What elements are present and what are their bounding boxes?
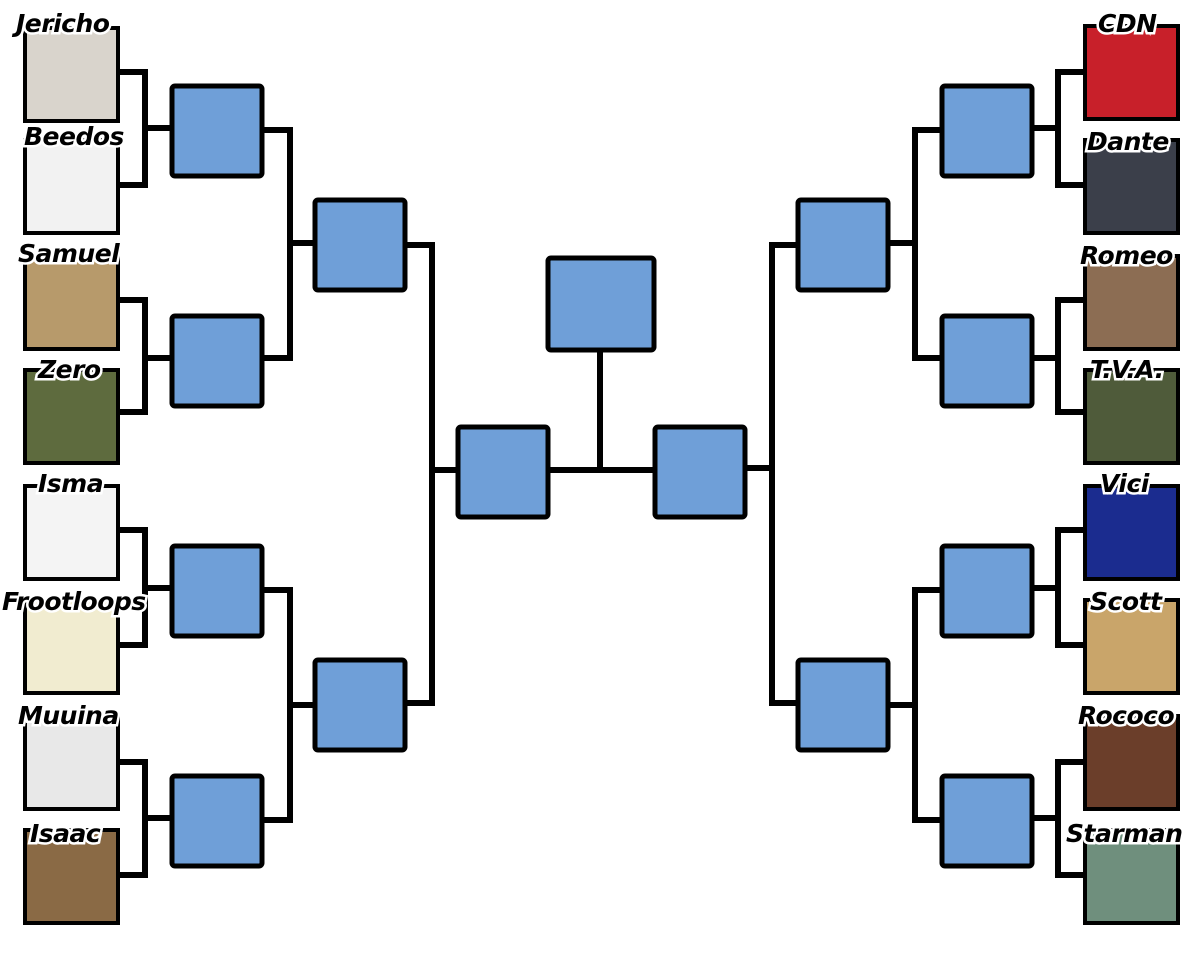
bracket-line [885,587,945,823]
slot-left-r2-2 [169,313,265,409]
entrant-portrait [1083,24,1180,121]
slot-left-r2-1 [169,83,265,179]
entrant-left-7: Muuina [16,699,122,811]
entrant-left-5: Isma [23,467,120,581]
slot-left-r3-1 [312,197,408,293]
entrant-right-7: Rococo [1076,699,1180,811]
slot-right-r3-1 [795,197,891,293]
slot-right-r2-4 [939,773,1035,869]
entrant-portrait [1083,828,1180,925]
entrant-name: Starman [1066,819,1182,848]
entrant-left-3: Samuel [16,237,123,351]
slot-right-semi [652,424,748,520]
entrant-name: Muuina [18,701,119,730]
left-entrants: Jericho Beedos Samuel Zero Isma Frootloo… [0,7,149,925]
entrant-portrait [1083,714,1180,811]
entrant-portrait [23,484,120,581]
slot-right-r2-1 [939,83,1035,179]
slot-left-r2-4 [169,773,265,869]
entrant-portrait [1083,598,1180,695]
entrant-portrait [23,828,120,925]
bracket-lines [115,69,1088,878]
slot-left-semi [455,424,551,520]
entrant-name: Isaac [30,819,101,848]
entrant-name: Scott [1090,587,1163,616]
entrant-name: Beedos [24,122,124,151]
entrant-name: Frootloops [2,587,146,616]
entrant-left-6: Frootloops [0,585,149,695]
entrant-name: Isma [38,469,103,498]
entrant-left-2: Beedos [22,120,127,235]
slot-right-r2-3 [939,543,1035,639]
bracket-line [1029,759,1088,878]
bracket-line [115,297,175,415]
slot-left-r3-2 [312,657,408,753]
entrant-right-8: Starman [1064,817,1185,925]
entrant-portrait [23,254,120,351]
entrant-right-3: Romeo [1078,239,1180,351]
entrant-portrait [23,598,120,695]
bracket-line [115,69,175,188]
entrant-name: T.V.A. [1090,355,1164,384]
entrant-right-5: Vici [1083,467,1180,581]
entrant-left-8: Isaac [23,817,120,925]
bracket-line [259,587,318,823]
entrant-left-4: Zero [23,353,120,465]
entrant-right-4: T.V.A. [1083,353,1180,465]
entrant-portrait [23,368,120,465]
entrant-name: CDN [1098,9,1157,38]
bracket-slots [169,83,1035,869]
bracket-line [1029,297,1088,415]
entrant-portrait [1083,138,1180,235]
entrant-portrait [23,714,120,811]
bracket-line [1029,527,1088,648]
entrant-portrait [1083,484,1180,581]
bracket-line [1029,69,1088,188]
slot-right-r3-2 [795,657,891,753]
slot-final [545,255,657,353]
entrant-portrait [23,26,120,123]
bracket-line [545,347,658,473]
entrant-name: Romeo [1080,241,1173,270]
entrant-right-2: Dante [1083,125,1180,235]
entrant-name: Samuel [18,239,120,268]
bracket-line [115,759,175,878]
entrant-right-6: Scott [1083,585,1180,695]
entrant-name: Dante [1087,127,1169,156]
bracket-line [885,127,945,361]
bracket-line [742,242,801,706]
entrant-portrait [1083,368,1180,465]
entrant-portrait [23,138,120,235]
right-entrants: CDN Dante Romeo T.V.A. Vici Scott Rococo [1064,7,1185,925]
entrant-name: Zero [37,355,101,384]
entrant-name: Jericho [11,9,110,38]
entrant-name: Rococo [1078,701,1174,730]
slot-right-r2-2 [939,313,1035,409]
entrant-left-1: Jericho [9,7,120,123]
bracket-line [402,242,461,706]
entrant-portrait [1083,254,1180,351]
entrant-name: Vici [1100,469,1150,498]
entrant-right-1: CDN [1083,7,1180,121]
bracket-line [259,127,318,361]
slot-left-r2-3 [169,543,265,639]
bracket-line [115,527,175,648]
